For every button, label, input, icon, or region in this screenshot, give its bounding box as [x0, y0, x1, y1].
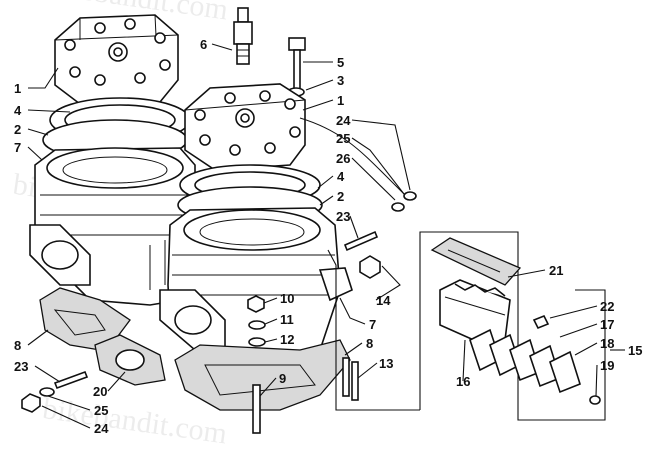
callout-2-left: 2 [14, 122, 21, 137]
callout-20: 20 [93, 384, 107, 399]
reed-frame [419, 231, 606, 421]
nut-left [21, 393, 41, 413]
cylinder-head-right [184, 83, 306, 171]
callout-labels: 1 4 2 7 6 5 3 1 24 25 26 4 2 23 21 14 10… [14, 37, 642, 436]
leader-lines [27, 43, 625, 429]
callout-14: 14 [376, 293, 391, 308]
callout-23-lower: 23 [14, 359, 28, 374]
callout-7-left: 7 [14, 140, 21, 155]
callout-16: 16 [456, 374, 470, 389]
nut-10 [247, 295, 265, 313]
callout-19: 19 [600, 358, 614, 373]
callout-8-right: 8 [366, 336, 373, 351]
callout-24-upper: 24 [336, 113, 351, 128]
reed-block [439, 279, 511, 346]
callout-1-left: 1 [14, 81, 21, 96]
stud-13a [342, 357, 350, 397]
callout-5: 5 [337, 55, 344, 70]
clamp-25 [403, 191, 417, 201]
callout-21: 21 [549, 263, 563, 278]
base-gasket-right [174, 339, 351, 411]
callout-8-left: 8 [14, 338, 21, 353]
cylinder-left [29, 147, 196, 306]
screw-19 [589, 395, 601, 405]
studs-frame [327, 249, 420, 411]
callout-9: 9 [279, 371, 286, 386]
spark-plug [233, 7, 253, 65]
screw-22 [532, 314, 550, 330]
callout-18: 18 [600, 336, 614, 351]
callout-4-right: 4 [337, 169, 345, 184]
stud-9 [252, 384, 261, 434]
callout-1-right: 1 [337, 93, 344, 108]
callout-17: 17 [600, 317, 614, 332]
callout-4-left: 4 [14, 103, 22, 118]
callout-13: 13 [379, 356, 393, 371]
head-bolt [288, 37, 306, 91]
stud-23 [343, 230, 379, 252]
callout-15: 15 [628, 343, 642, 358]
callout-10: 10 [280, 291, 294, 306]
callout-11: 11 [280, 312, 294, 327]
callout-26: 26 [336, 151, 350, 166]
washer-11 [248, 320, 266, 330]
callout-6: 6 [200, 37, 207, 52]
stud-13b [351, 361, 359, 401]
callout-24-lower: 24 [94, 421, 109, 436]
callout-25-lower: 25 [94, 403, 108, 418]
callout-7-right: 7 [369, 317, 376, 332]
reed-petals [469, 328, 581, 394]
callout-25-upper: 25 [336, 131, 350, 146]
callout-22: 22 [600, 299, 614, 314]
callout-23-upper: 23 [336, 209, 350, 224]
callout-2-right: 2 [337, 189, 344, 204]
callout-3: 3 [337, 73, 344, 88]
washer-12 [248, 337, 266, 347]
watermark: bikebandit.com [41, 392, 230, 451]
cylinder-head-left [54, 14, 179, 105]
clamp-26 [391, 202, 405, 212]
cylinder-right [159, 207, 353, 366]
callout-12: 12 [280, 332, 294, 347]
washer-left [39, 387, 55, 397]
nut-14 [359, 255, 381, 279]
stud-left [53, 370, 89, 390]
